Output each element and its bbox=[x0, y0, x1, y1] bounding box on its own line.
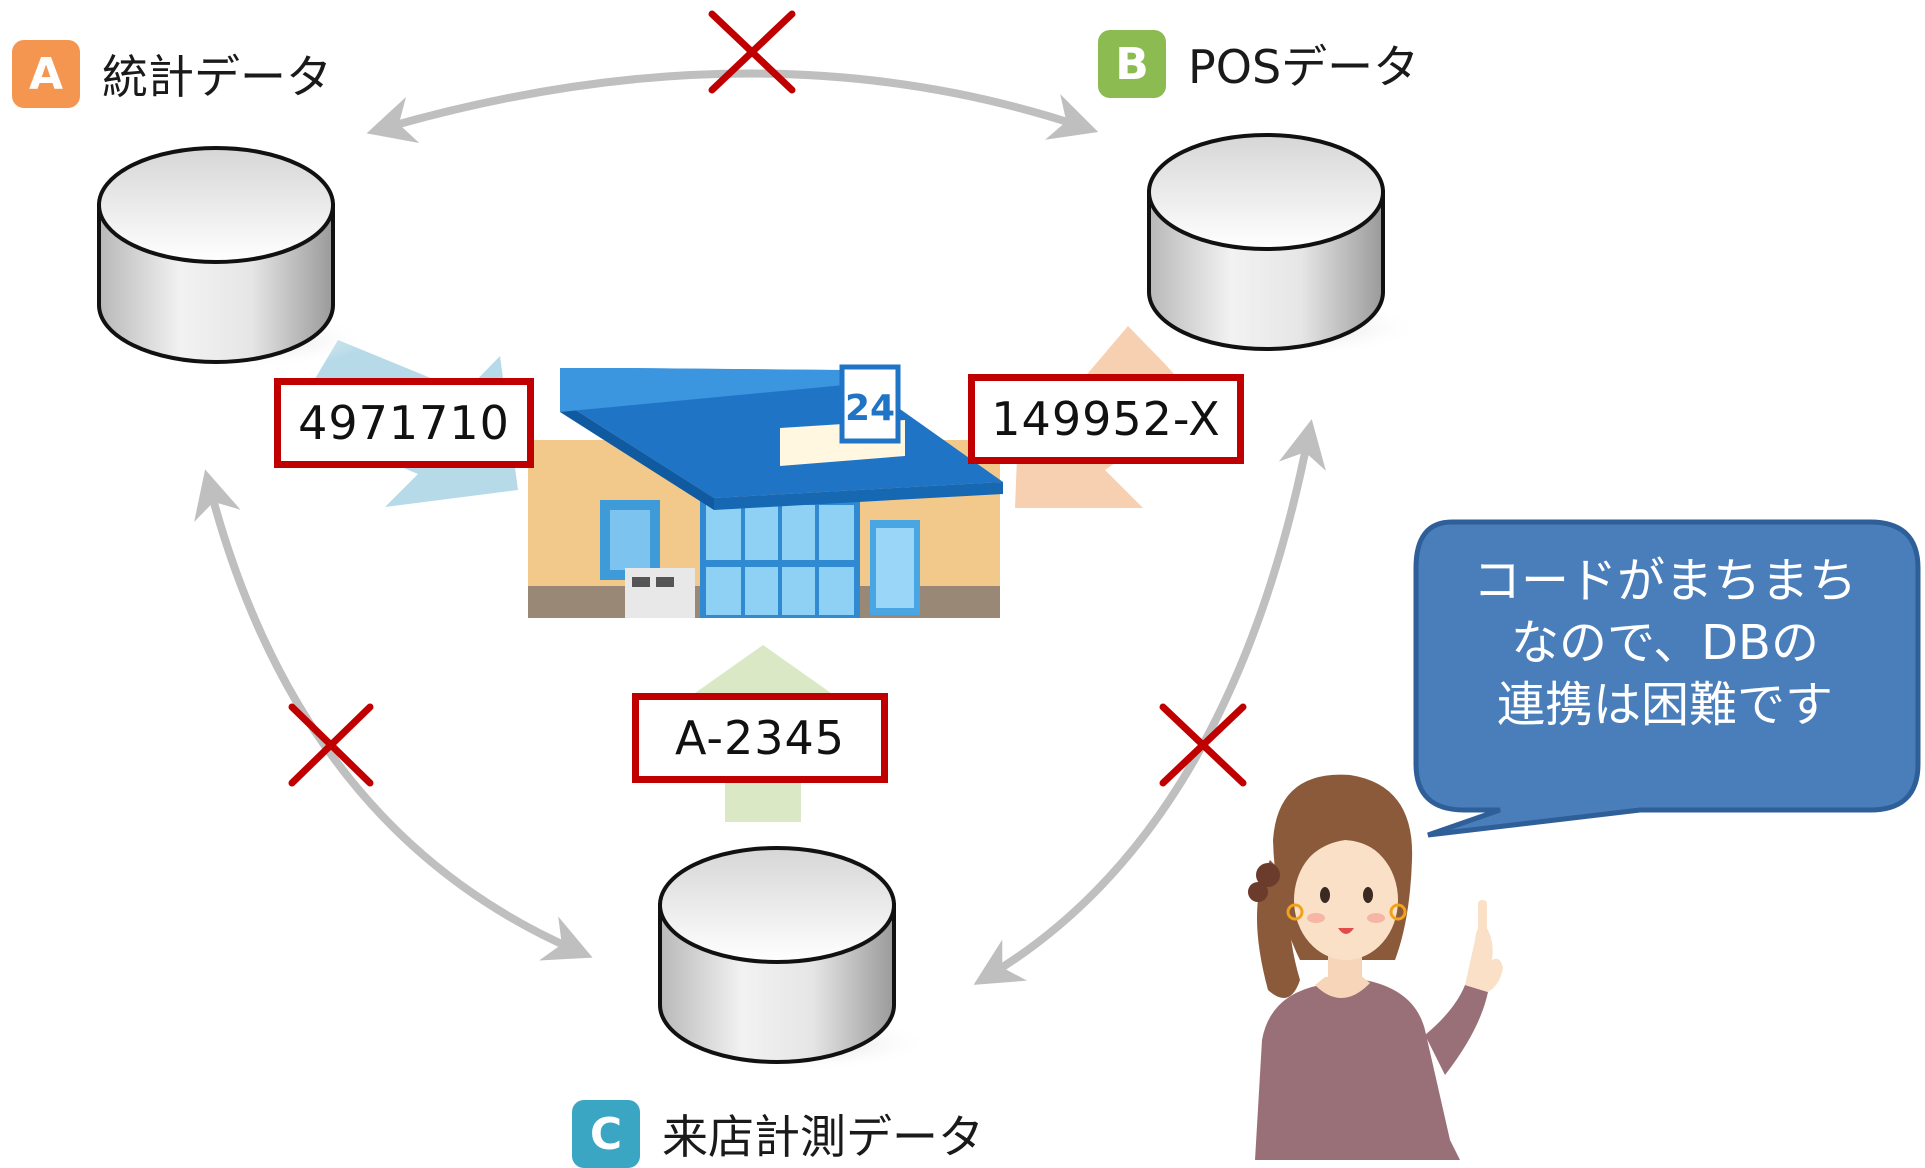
speech-bubble-text: コードがまちまち なので、DBの 連携は困難です bbox=[1420, 550, 1910, 736]
database-b-title: POSデータ bbox=[1188, 40, 1420, 94]
speech-bubble-line-3: 連携は困難です bbox=[1496, 677, 1833, 733]
speech-bubble-line-1: コードがまちまち bbox=[1472, 553, 1857, 609]
code-box-b: 149952-X bbox=[968, 374, 1244, 464]
store-sign-number: 24 bbox=[845, 388, 895, 429]
database-a-label: A 統計データ bbox=[12, 40, 332, 108]
badge-a: A bbox=[12, 40, 80, 108]
link-arrow-a-c bbox=[194, 469, 593, 961]
database-c-icon bbox=[658, 846, 930, 1071]
code-box-c: A-2345 bbox=[632, 693, 888, 783]
cross-mark-right-icon bbox=[1159, 703, 1247, 787]
speech-bubble-line-2: なので、DBの bbox=[1511, 615, 1819, 671]
database-c-title: 来店計測データ bbox=[662, 1110, 984, 1164]
speech-bubble bbox=[1413, 519, 1921, 838]
link-arrow-a-b bbox=[366, 69, 1099, 144]
badge-c: C bbox=[572, 1100, 640, 1168]
database-c-label: C 来店計測データ bbox=[572, 1100, 984, 1168]
database-b-icon bbox=[1147, 133, 1420, 356]
database-a-title: 統計データ bbox=[102, 50, 332, 104]
woman-illustration-icon bbox=[1248, 774, 1503, 1160]
cross-mark-left-icon bbox=[288, 703, 374, 787]
cross-mark-top-icon bbox=[708, 10, 796, 94]
link-arrow-b-c bbox=[973, 419, 1326, 985]
database-a-icon bbox=[97, 146, 370, 368]
database-b-label: B POSデータ bbox=[1098, 30, 1419, 98]
code-box-a: 4971710 bbox=[274, 378, 534, 468]
badge-b: B bbox=[1098, 30, 1166, 98]
convenience-store-icon: 24 bbox=[528, 364, 1003, 618]
